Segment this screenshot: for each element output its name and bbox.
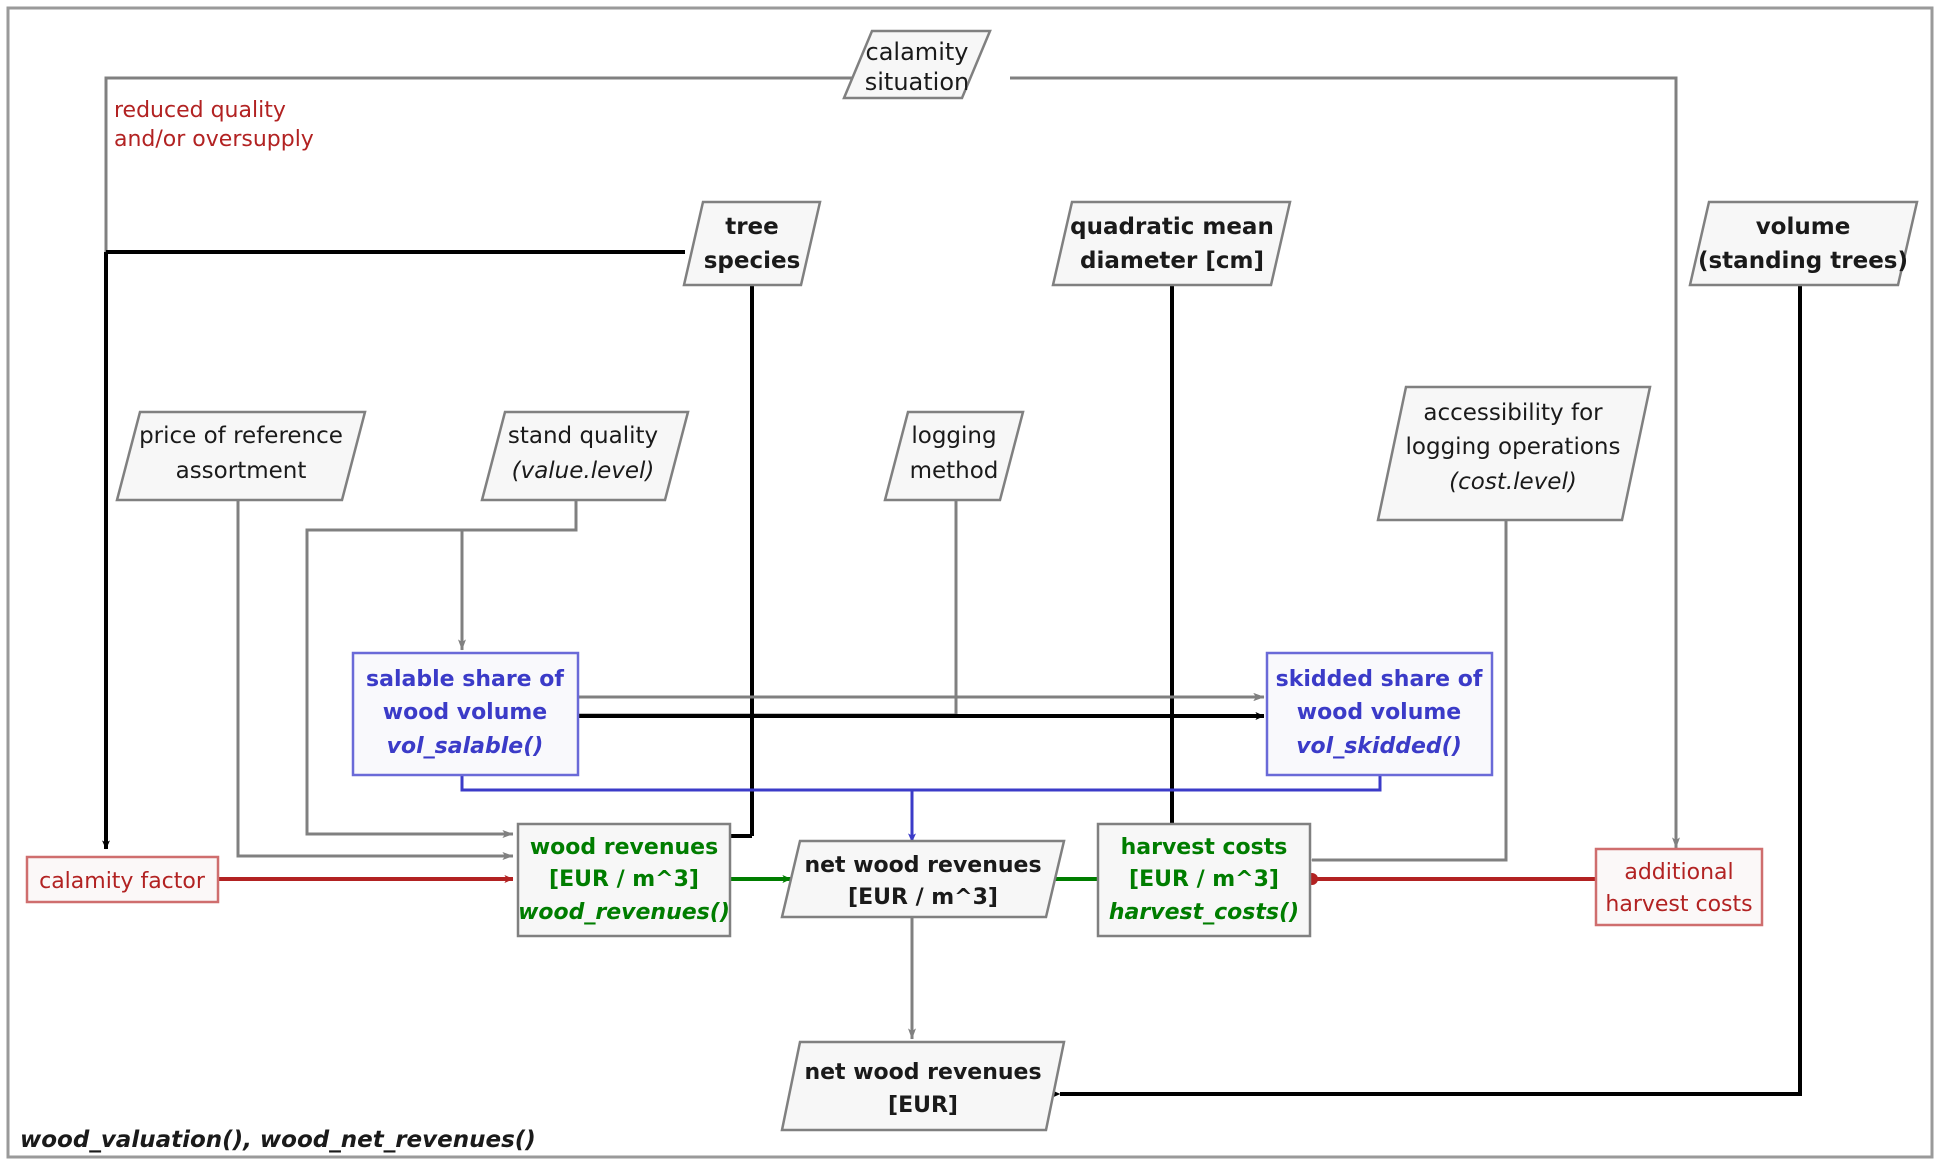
node-skidded-line-2: vol_skidded(): [1296, 734, 1462, 759]
node-harvest-costs-line-1: [EUR / m^3]: [1129, 867, 1279, 892]
node-salable-share[interactable]: salable share of wood volume vol_salable…: [351, 651, 580, 777]
node-calamity-situation[interactable]: calamity situation: [842, 29, 992, 100]
node-accessibility-line-1: logging operations: [1406, 434, 1621, 460]
node-additional-costs-line-0: additional: [1624, 860, 1733, 885]
node-skidded-line-1: wood volume: [1297, 700, 1461, 725]
node-accessibility-logging-operations[interactable]: accessibility for logging operations (co…: [1376, 385, 1652, 522]
node-logging-method[interactable]: logging method: [883, 410, 1025, 502]
node-net-wood-revenues-per-m3[interactable]: net wood revenues [EUR / m^3]: [780, 839, 1066, 919]
node-price-line-0: price of reference: [139, 423, 343, 449]
node-stand-quality-line-0: stand quality: [508, 423, 658, 449]
node-harvest-costs-line-2: harvest_costs(): [1109, 900, 1299, 925]
edge-calamity-right-rail: [1010, 76, 1680, 849]
node-wood-revenues-line-1: [EUR / m^3]: [549, 867, 699, 892]
node-net-eur-line-0: net wood revenues: [804, 1060, 1041, 1085]
annotation-layer: reduced quality and/or oversupply wood_v…: [20, 98, 536, 1153]
node-calamity-situation-line-0: calamity: [866, 38, 969, 66]
edge-price-to-wood-revenues: [236, 500, 514, 860]
node-skidded-share[interactable]: skidded share of wood volume vol_skidded…: [1265, 651, 1494, 777]
node-logging-method-line-1: method: [910, 458, 999, 484]
node-calamity-factor[interactable]: calamity factor: [25, 855, 220, 904]
node-salable-line-0: salable share of: [366, 667, 564, 692]
edge-stand-quality-to-wood-revenues: [305, 500, 578, 838]
node-harvest-costs[interactable]: harvest costs [EUR / m^3] harvest_costs(…: [1096, 822, 1312, 938]
node-calamity-situation-line-1: situation: [865, 68, 969, 96]
edge-volume-to-net-eur: [1051, 252, 1802, 1098]
node-tree-species-line-1: species: [704, 248, 801, 274]
node-calamity-factor-line-0: calamity factor: [39, 869, 206, 894]
node-tree-species[interactable]: tree species: [682, 200, 822, 287]
node-net-per-m3-line-0: net wood revenues: [804, 853, 1041, 878]
node-wood-revenues[interactable]: wood revenues [EUR / m^3] wood_revenues(…: [516, 822, 732, 938]
node-harvest-costs-line-0: harvest costs: [1121, 835, 1288, 860]
node-salable-line-1: wood volume: [383, 700, 547, 725]
annotation-reduced-quality-line-1: reduced quality: [114, 98, 286, 123]
node-layer: calamity situation tree species quadrati…: [25, 29, 1919, 1132]
edge-layer: [102, 76, 1802, 1098]
figure-frame: [6, 6, 1934, 1159]
node-logging-method-line-0: logging: [911, 423, 996, 449]
annotation-reduced-quality-line-2: and/or oversupply: [114, 127, 314, 152]
node-net-per-m3-line-1: [EUR / m^3]: [848, 885, 998, 910]
node-accessibility-line-2: (cost.level): [1449, 469, 1577, 495]
edge-calamity-left-rail: [104, 76, 862, 252]
node-wood-revenues-line-0: wood revenues: [530, 835, 718, 860]
figure-caption: wood_valuation(), wood_net_revenues(): [20, 1127, 536, 1153]
node-qmd-line-1: diameter [cm]: [1080, 248, 1264, 274]
node-volume-line-1: (standing trees): [1698, 248, 1908, 274]
edge-accessibility-to-harvest-costs: [1301, 520, 1508, 864]
node-net-eur-line-1: [EUR]: [888, 1093, 958, 1118]
node-stand-quality-line-1: (value.level): [512, 458, 655, 484]
node-qmd-line-0: quadratic mean: [1070, 214, 1274, 240]
node-price-of-reference-assortment[interactable]: price of reference assortment: [115, 410, 367, 502]
node-net-wood-revenues-eur[interactable]: net wood revenues [EUR]: [780, 1040, 1066, 1132]
node-wood-revenues-line-2: wood_revenues(): [518, 900, 730, 925]
node-stand-quality[interactable]: stand quality (value.level): [480, 410, 690, 502]
node-volume-standing-trees[interactable]: volume (standing trees): [1688, 200, 1919, 287]
node-volume-line-0: volume: [1756, 214, 1851, 240]
node-tree-species-line-0: tree: [725, 214, 779, 240]
node-quadratic-mean-diameter[interactable]: quadratic mean diameter [cm]: [1051, 200, 1292, 287]
node-salable-line-2: vol_salable(): [387, 734, 544, 759]
node-skidded-line-0: skidded share of: [1276, 667, 1483, 692]
edge-logging-to-skidded: [954, 500, 1265, 701]
node-additional-costs-line-1: harvest costs: [1605, 892, 1752, 917]
node-accessibility-line-0: accessibility for: [1423, 400, 1603, 426]
node-price-line-1: assortment: [176, 458, 307, 484]
edge-skidded-to-net: [912, 775, 1382, 792]
edge-stand-quality-to-salable: [458, 528, 576, 651]
node-additional-harvest-costs[interactable]: additional harvest costs: [1594, 847, 1764, 927]
edge-logging-to-salable: [565, 500, 958, 719]
edge-salable-to-net: [460, 775, 916, 843]
